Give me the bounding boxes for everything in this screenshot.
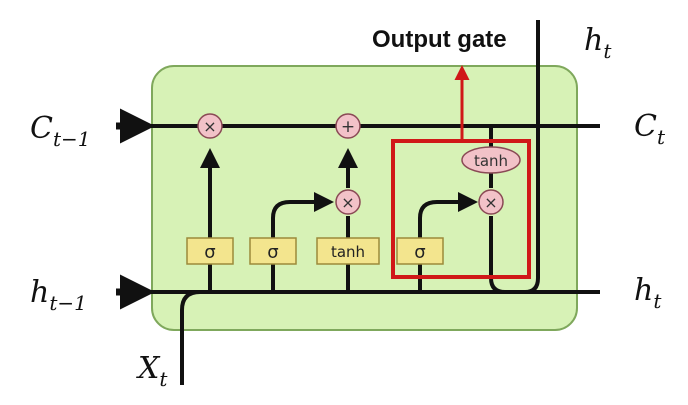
h-prev-sub: t−1 [49, 291, 87, 315]
sigma-gate-3-label: σ [414, 242, 425, 263]
sigma-gate-1-label: σ [204, 242, 215, 263]
sigma-gate-3: σ [396, 237, 444, 265]
h-prev-label: ht−1 [30, 275, 87, 315]
tanh-gate-label: tanh [331, 243, 365, 261]
add-op-symbol: + [341, 117, 355, 137]
mul-op-3: × [478, 189, 504, 215]
sigma-gate-2-label: σ [267, 242, 278, 263]
tanh-op: tanh [461, 146, 521, 174]
h-t-right-sub: t [653, 289, 662, 313]
hidden-output-path [489, 20, 540, 294]
x-input-line [180, 290, 201, 385]
x-t-sub: t [159, 367, 168, 391]
h-prev-base: h [30, 275, 49, 310]
tanh-op-label: tanh [474, 152, 508, 170]
add-op: + [335, 113, 361, 139]
mul-op-2-symbol: × [341, 193, 354, 212]
c-prev-sub: t−1 [53, 127, 91, 151]
output-gate-title: Output gate [372, 26, 507, 53]
output-gate-arrow [418, 192, 478, 238]
c-t-base: C [634, 109, 657, 144]
h-t-right-label: ht [634, 273, 662, 313]
c-t-label: Ct [634, 109, 666, 149]
mul-op-2: × [335, 189, 361, 215]
c-prev-label: Ct−1 [30, 111, 91, 151]
sigma-gate-2: σ [249, 237, 297, 265]
sigma-gate-1: σ [186, 237, 234, 265]
h-t-right-base: h [634, 273, 653, 308]
mul-op-1-symbol: × [203, 117, 216, 136]
mul-op-3-symbol: × [484, 193, 497, 212]
tanh-gate: tanh [316, 237, 380, 265]
mul-op-1: × [197, 113, 223, 139]
h-t-top-sub: t [603, 39, 612, 63]
h-t-top-base: h [584, 23, 603, 58]
x-t-base: X [136, 351, 161, 386]
h-t-top-label: ht [584, 23, 612, 63]
input-gate-arrow [271, 192, 334, 238]
x-t-label: Xt [136, 351, 168, 391]
c-prev-base: C [30, 111, 53, 146]
c-t-sub: t [657, 125, 666, 149]
